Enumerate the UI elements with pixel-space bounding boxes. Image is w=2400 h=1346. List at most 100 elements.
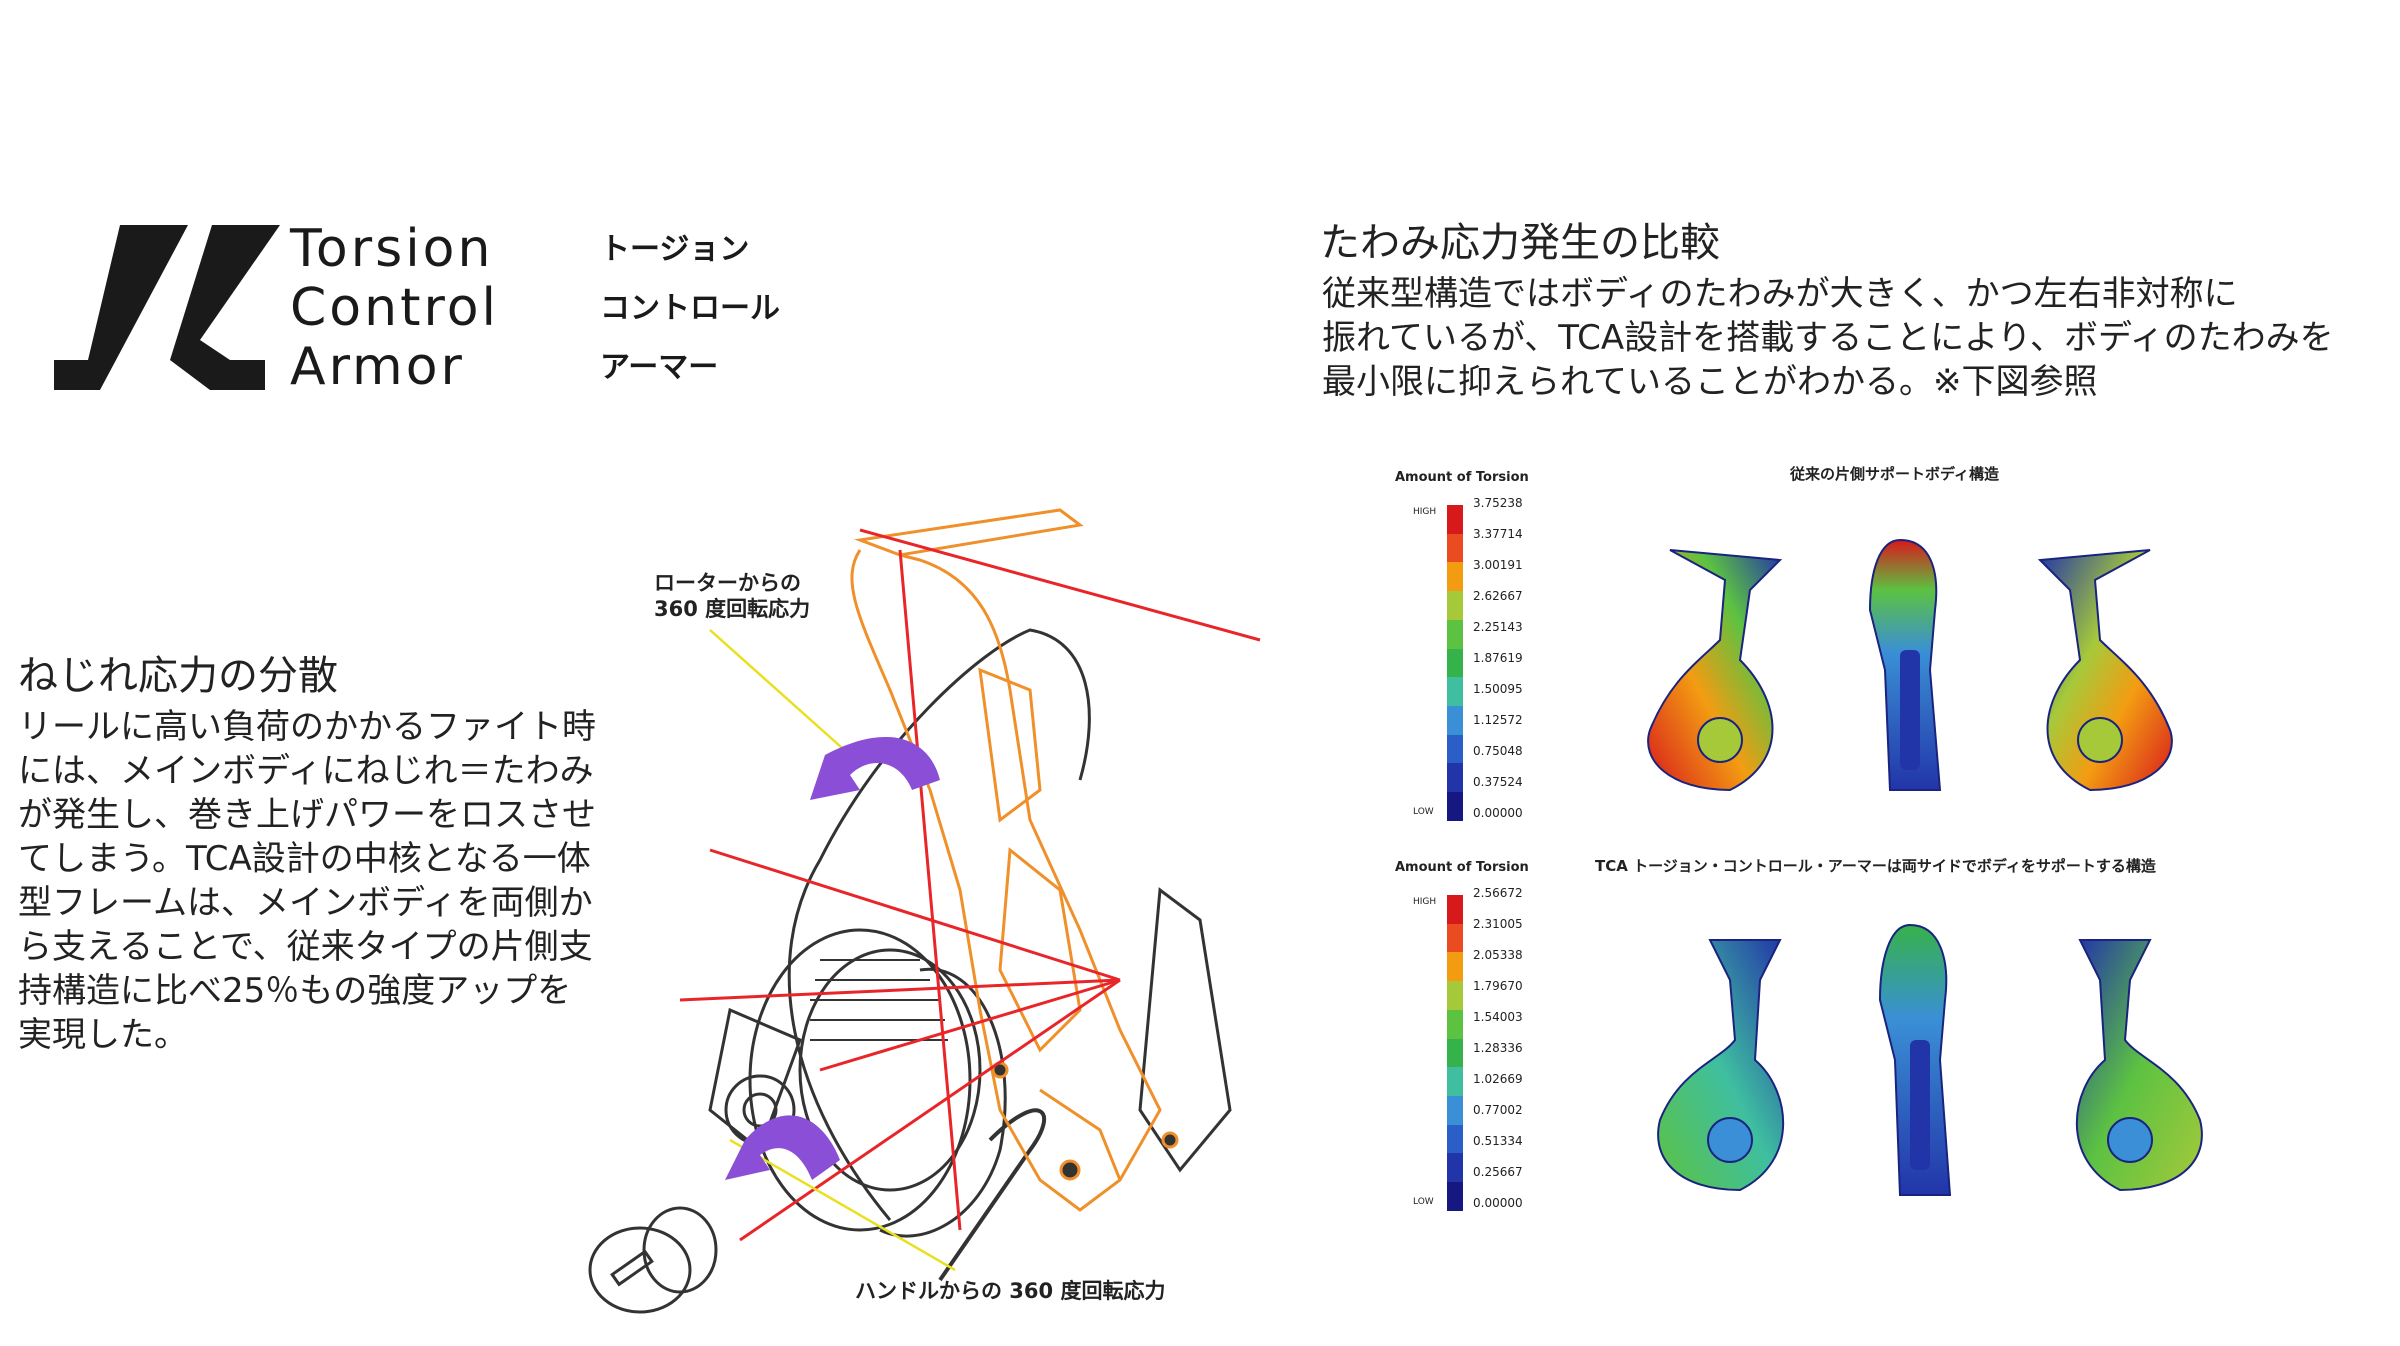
body-line: が発生し、巻き上げパワーをロスさせ [18, 795, 596, 835]
legend-color-segment [1447, 792, 1463, 821]
legend-low-label: LOW [1413, 807, 1434, 817]
legend-color-segment [1447, 591, 1463, 620]
legend-color-segment [1447, 1038, 1463, 1068]
rotor-body [748, 928, 972, 1232]
logo-word-control: Control [290, 278, 499, 338]
fea-left-view [1657, 939, 1785, 1192]
legend-value: 0.77002 [1473, 1103, 1523, 1117]
legend-color-bar [1447, 505, 1463, 821]
body-line: 持構造に比べ25％もの強度アップを [18, 971, 572, 1011]
legend-color-segment [1447, 677, 1463, 707]
rotor-callout: ローターからの 360 度回転応力 [654, 570, 810, 622]
legend-color-bar [1447, 895, 1463, 1211]
legend-color-segment [1447, 1096, 1463, 1125]
spinning-reel-diagram [588, 508, 1261, 1314]
body-line: リールに高い負荷のかかるファイト時 [18, 707, 596, 747]
body-line: 従来型構造ではボディのたわみが大きく、かつ左右非対称に [1322, 274, 2238, 314]
legend-value: 1.28336 [1473, 1041, 1523, 1055]
legend-value: 0.00000 [1473, 1196, 1523, 1210]
legend-high-label: HIGH [1413, 507, 1437, 517]
rotation-arrows [725, 736, 940, 1180]
body-line: 最小限に抑えられていることがわかる。※下図参照 [1322, 362, 2098, 402]
legend-value: 1.50095 [1473, 682, 1523, 696]
conventional-structure-title: 従来の片側サポートボディ構造 [1790, 465, 1999, 483]
logo-kana-armor: アーマー [600, 350, 719, 385]
bail-arm [787, 628, 1091, 1221]
conventional-fea-render [1647, 538, 2173, 792]
torsion-legend-bottom: Amount of Torsion HIGH LOW 2.56672 2.310… [1395, 860, 1565, 1230]
logo-kana-torsion: トージョン [600, 232, 750, 267]
legend-value: 0.37524 [1473, 775, 1523, 789]
legend-title: Amount of Torsion [1395, 470, 1529, 485]
legend-color-segment [1447, 648, 1463, 678]
logo-kana: トージョン コントロール アーマー [600, 220, 780, 397]
rotor-callout-line: ローターからの [654, 571, 801, 595]
handle-rotation-arrow [725, 1115, 840, 1180]
tca-logo-mark [54, 225, 280, 390]
legend-color-segment [1447, 895, 1463, 924]
legend-color-segment [1447, 1182, 1463, 1211]
torsion-dispersion-body: リールに高い負荷のかかるファイト時 には、メインボディにねじれ＝たわみ が発生し… [18, 705, 596, 1057]
fea-left-view [1647, 549, 1783, 792]
legend-color-segment [1447, 1124, 1463, 1154]
body-line: ら支えることで、従来タイプの片側支 [18, 927, 593, 967]
legend-values: 2.56672 2.31005 2.05338 1.79670 1.54003 … [1473, 886, 1523, 1227]
body-line: てしまう。TCA設計の中核となる一体 [18, 839, 591, 879]
legend-color-segment [1447, 562, 1463, 592]
legend-color-segment [1447, 923, 1463, 953]
legend-low-label: LOW [1413, 1197, 1434, 1207]
legend-color-segment [1447, 734, 1463, 764]
logo-word-torsion: Torsion [290, 219, 494, 279]
legend-value: 2.25143 [1473, 620, 1523, 634]
legend-color-segment [1447, 981, 1463, 1010]
body-line: 型フレームは、メインボディを両側か [18, 883, 593, 923]
legend-value: 1.02669 [1473, 1072, 1523, 1086]
logo-word-armor: Armor [290, 337, 465, 397]
stress-lines [679, 528, 1261, 1242]
body-line: 振れているが、TCA設計を搭載することにより、ボディのたわみを [1322, 318, 2334, 358]
body-line: には、メインボディにねじれ＝たわみ [18, 751, 594, 791]
legend-value: 1.12572 [1473, 713, 1523, 727]
legend-value: 2.05338 [1473, 948, 1523, 962]
logo-wordmark: Torsion Control Armor [290, 220, 580, 397]
deflection-comparison-body: 従来型構造ではボディのたわみが大きく、かつ左右非対称に 振れているが、TCA設計… [1322, 272, 2334, 404]
tca-structure-title: TCA トージョン・コントロール・アーマーは両サイドでボディをサポートする構造 [1595, 857, 2156, 875]
legend-color-segment [1447, 1153, 1463, 1183]
tca-frame [850, 508, 1179, 1212]
legend-value: 2.62667 [1473, 589, 1523, 603]
legend-value: 1.79670 [1473, 979, 1523, 993]
legend-values: 3.75238 3.37714 3.00191 2.62667 2.25143 … [1473, 496, 1523, 837]
legend-value: 3.37714 [1473, 527, 1523, 541]
legend-high-label: HIGH [1413, 897, 1437, 907]
legend-color-segment [1447, 952, 1463, 982]
legend-value: 1.87619 [1473, 651, 1523, 665]
handle-callout: ハンドルからの 360 度回転応力 [855, 1279, 1166, 1303]
legend-value: 1.54003 [1473, 1010, 1523, 1024]
legend-color-segment [1447, 706, 1463, 735]
body-line: 実現した。 [18, 1015, 188, 1055]
legend-color-segment [1447, 1067, 1463, 1097]
torsion-dispersion-heading: ねじれ応力の分散 [18, 653, 338, 699]
logo-kana-control: コントロール [600, 291, 780, 326]
torsion-legend-top: Amount of Torsion HIGH LOW 3.75238 3.377… [1395, 470, 1565, 840]
fea-right-view [2037, 549, 2173, 792]
legend-value: 0.51334 [1473, 1134, 1523, 1148]
rotor-leader [709, 629, 851, 756]
legend-value: 3.00191 [1473, 558, 1523, 572]
legend-value: 2.31005 [1473, 917, 1523, 931]
fea-right-view [2075, 939, 2203, 1192]
legend-color-segment [1447, 619, 1463, 649]
handle-leader [729, 1138, 956, 1272]
tca-fea-render [1657, 923, 2203, 1196]
legend-value: 3.75238 [1473, 496, 1523, 510]
deflection-comparison-heading: たわみ応力発生の比較 [1320, 220, 1720, 266]
gear-housing [1138, 887, 1232, 1173]
legend-value: 0.25667 [1473, 1165, 1523, 1179]
rotor-rotation-arrow [810, 736, 940, 800]
rotor-callout-line: 360 度回転応力 [654, 597, 811, 621]
legend-color-segment [1447, 533, 1463, 563]
legend-value: 0.75048 [1473, 744, 1523, 758]
handle-knob [588, 1226, 692, 1314]
legend-value: 0.00000 [1473, 806, 1523, 820]
legend-color-segment [1447, 1009, 1463, 1039]
